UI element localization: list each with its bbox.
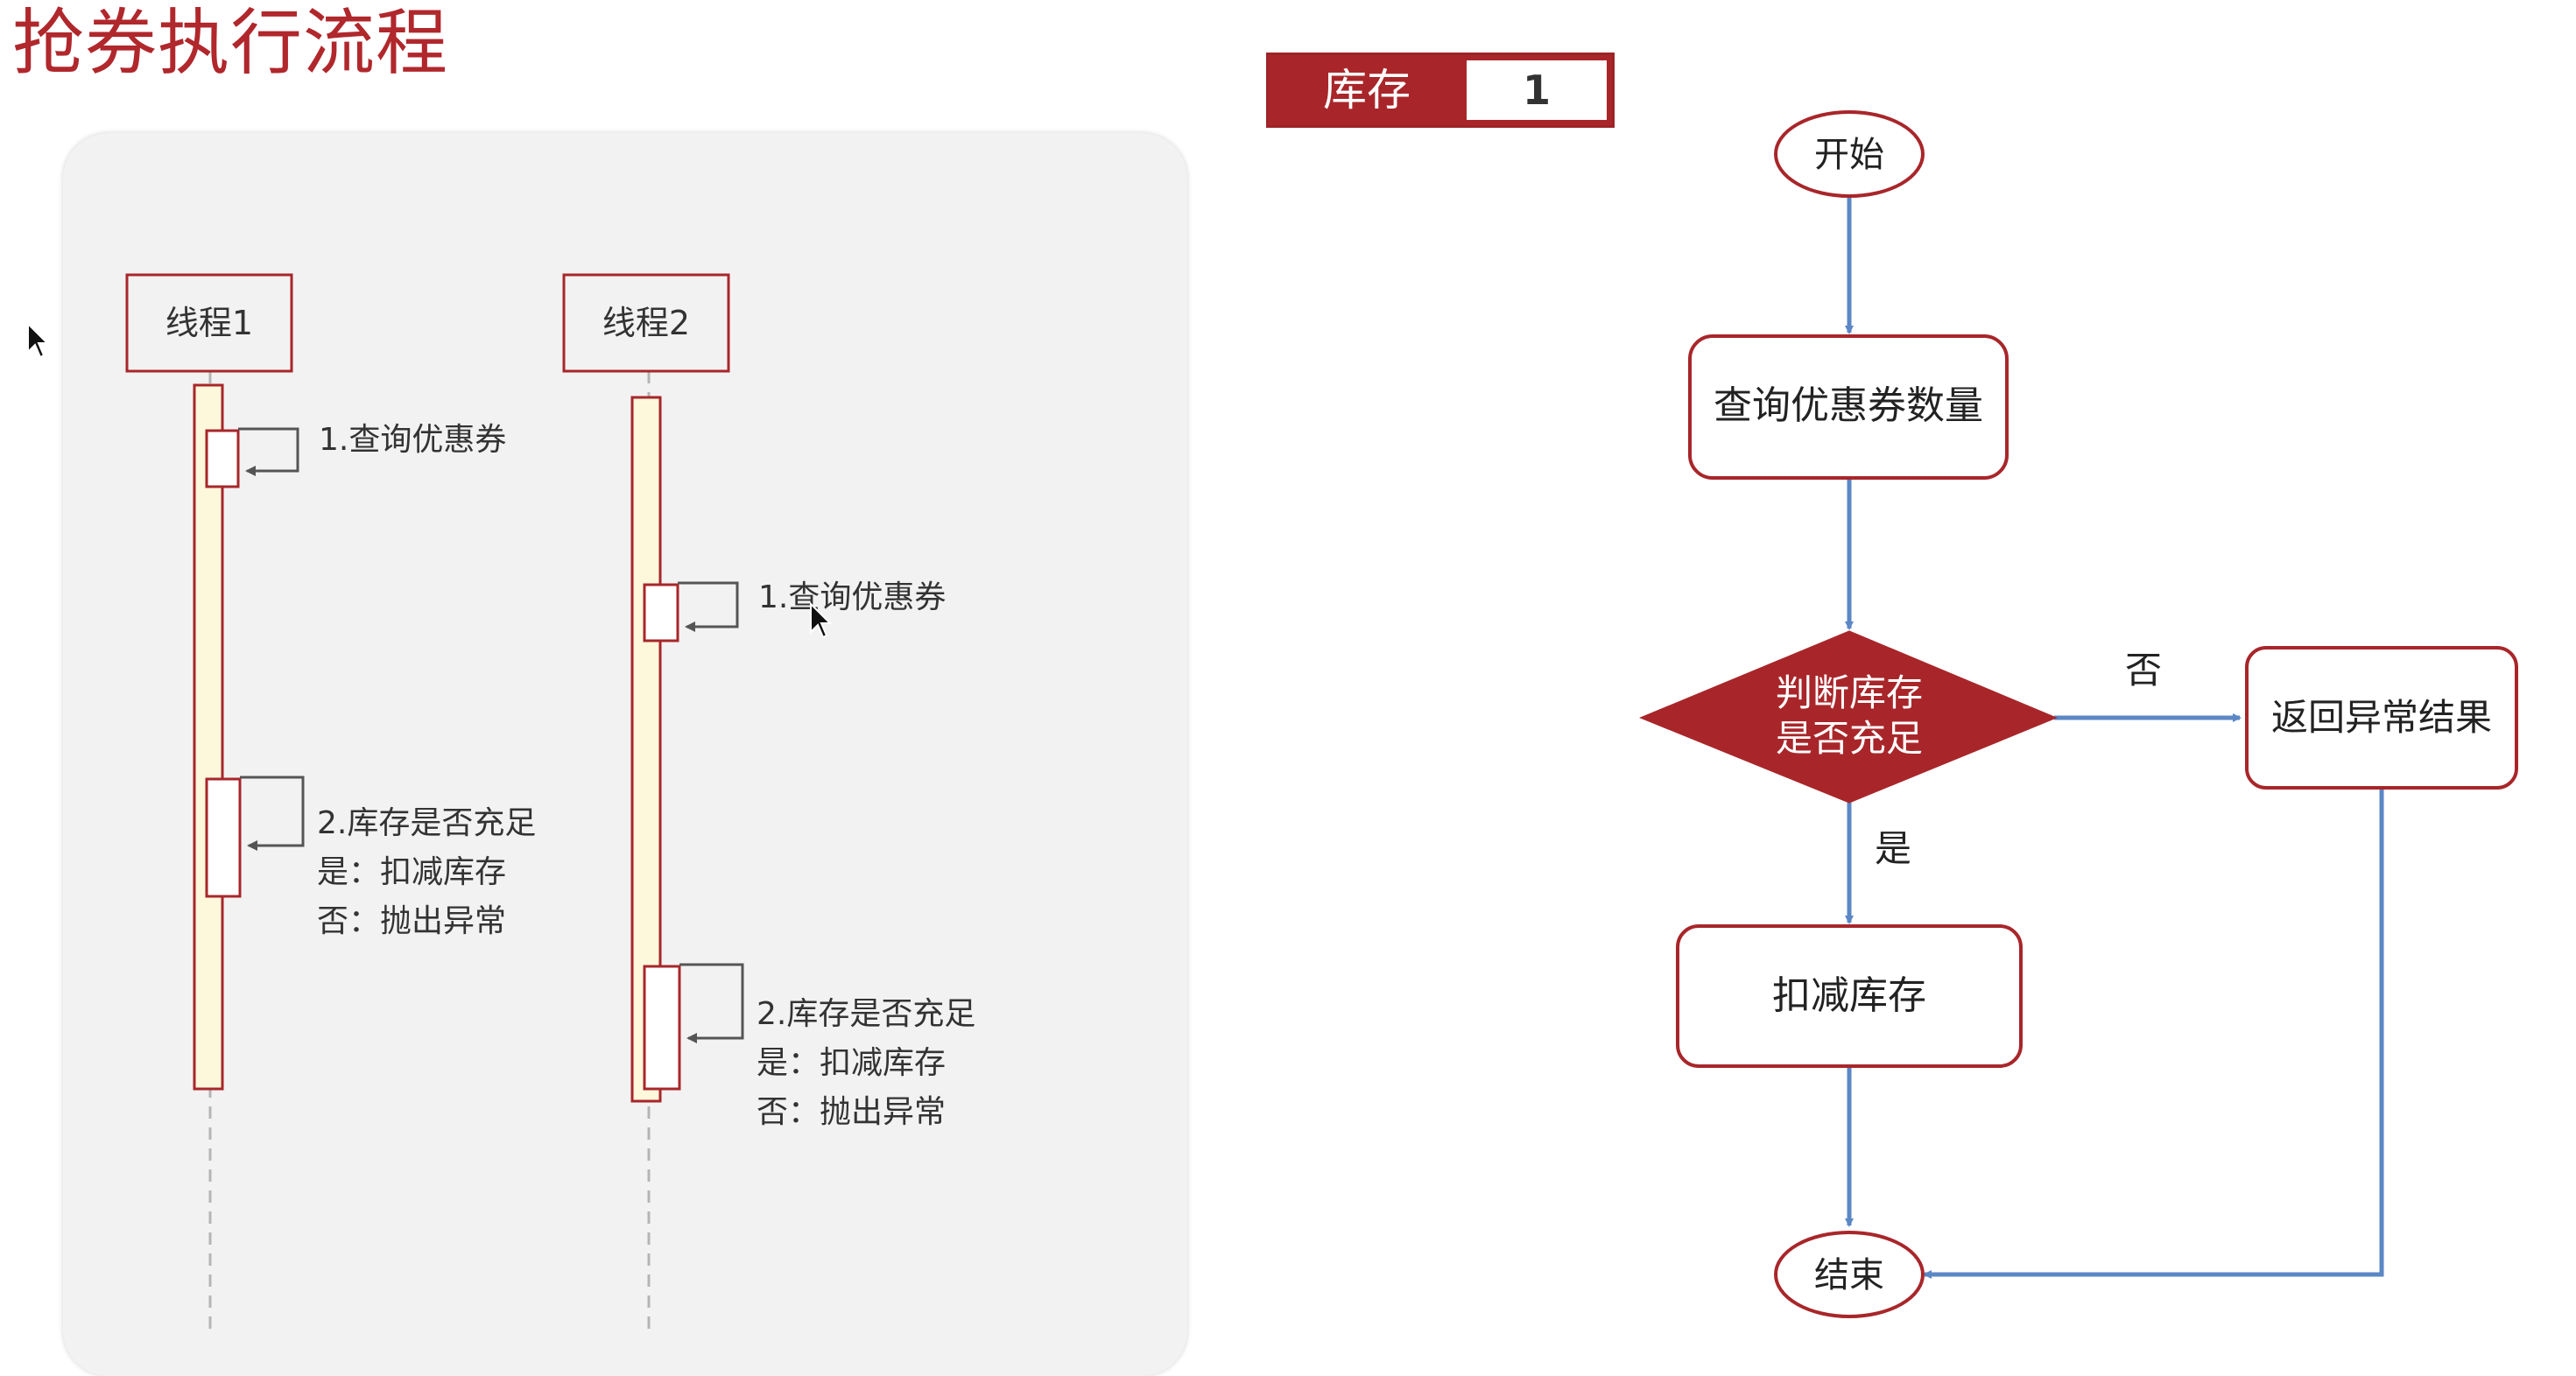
thread1-step2-line1: 2.库存是否充足 (317, 805, 536, 841)
flow-error-label: 返回异常结果 (2271, 696, 2492, 739)
thread1-step2-box (205, 777, 242, 898)
flow-error-node (2245, 646, 2518, 790)
thread1-label: 线程1 (165, 304, 253, 342)
flow-decision-line1: 判断库存 (1776, 671, 1923, 714)
thread2-step1-arrow (678, 581, 739, 632)
cursor-icon (27, 321, 50, 359)
flow-start-node (1774, 110, 1925, 198)
flow-query-node (1688, 334, 2009, 480)
flow-query-label: 查询优惠券数量 (1714, 383, 1983, 428)
cursor-icon-2 (810, 601, 833, 639)
arrow-error-to-end (1923, 790, 2384, 1279)
thread2-step1-box (643, 583, 679, 642)
thread1-activation-bar (193, 383, 224, 1091)
flow-yes-label: 是 (1875, 827, 1911, 870)
thread2-step2-line2: 是：扣减库存 (757, 1045, 946, 1081)
page-title: 抢券执行流程 (12, 2, 449, 85)
thread2-header (562, 273, 730, 373)
thread1-step2-line3: 否：抛出异常 (317, 903, 506, 939)
flow-end-node (1774, 1231, 1925, 1318)
thread2-step2-line1: 2.库存是否充足 (757, 996, 975, 1032)
thread1-header (125, 273, 293, 373)
flow-deduct-label: 扣减库存 (1772, 973, 1926, 1018)
thread2-step2-line3: 否：抛出异常 (757, 1094, 946, 1130)
thread1-step1-arrow (238, 427, 299, 476)
flow-end-label: 结束 (1814, 1255, 1884, 1295)
thread1-step1-box (205, 429, 240, 488)
thread1-step2-line2: 是：扣减库存 (317, 854, 506, 890)
stock-label: 库存 (1323, 65, 1411, 116)
thread1-step2-arrow (240, 776, 305, 851)
flow-no-label: 否 (2125, 649, 2162, 692)
flow-start-label: 开始 (1814, 135, 1884, 175)
thread2-label: 线程2 (602, 304, 690, 342)
thread1-step1-label: 1.查询优惠券 (319, 422, 506, 458)
thread2-step1-label: 1.查询优惠券 (758, 579, 946, 615)
stock-value: 1 (1467, 60, 1607, 120)
flow-deduct-node (1676, 924, 2023, 1068)
thread2-step2-arrow (679, 963, 744, 1043)
flow-decision-node (1639, 630, 2058, 804)
stock-indicator: 库存 1 (1266, 53, 1615, 128)
flow-decision-line2: 是否充足 (1776, 717, 1923, 760)
thread2-step2-box (643, 965, 681, 1091)
diagram-canvas: 线程1 线程2 1.查询优惠券 2.库存是否充足 是：扣减库存 否：抛出异常 1… (27, 110, 2518, 1329)
